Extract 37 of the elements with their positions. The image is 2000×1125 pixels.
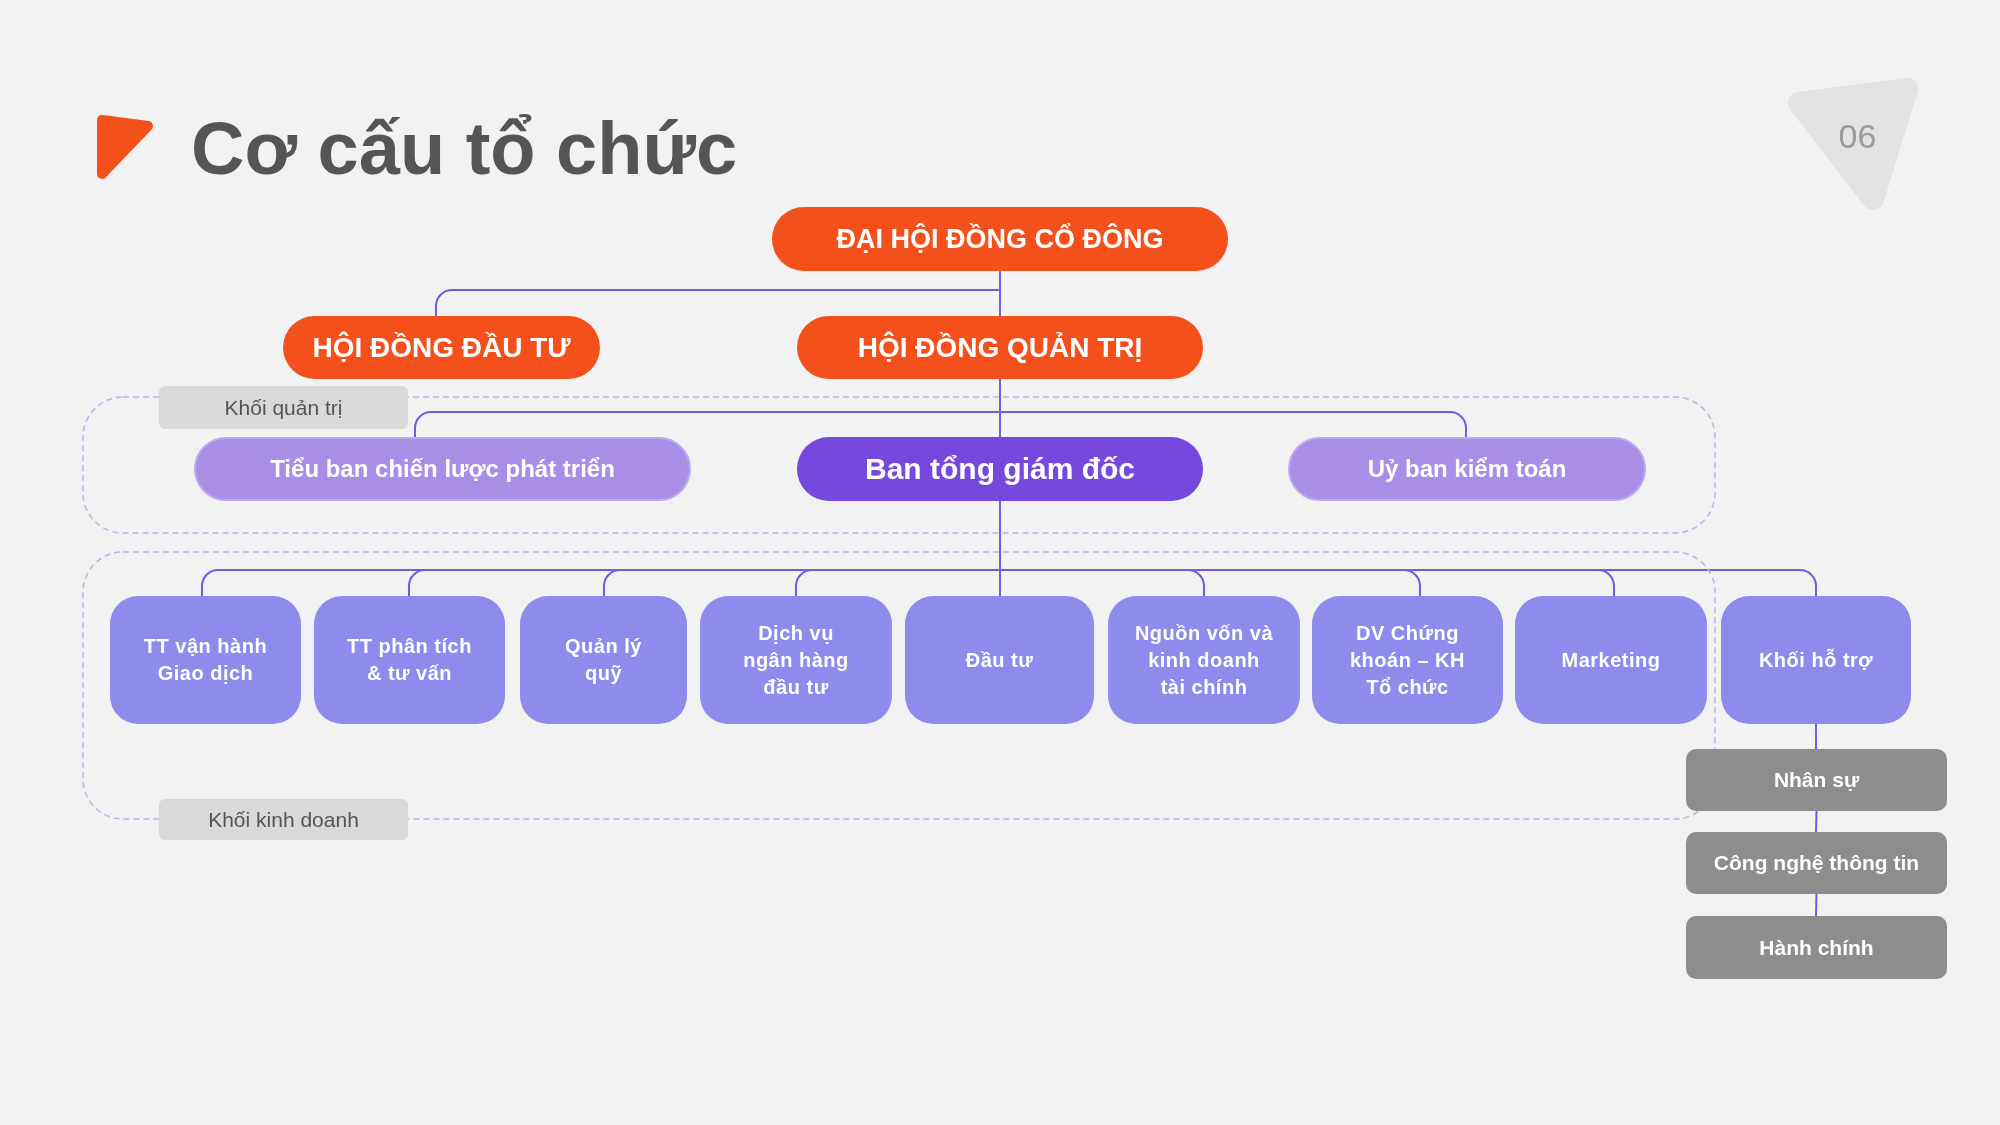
support-unit-box: Hành chính <box>1686 916 1947 979</box>
connector-line <box>1449 411 1467 438</box>
connector-line <box>1815 810 1818 833</box>
support-unit-box: Công nghệ thông tin <box>1686 832 1947 894</box>
dashed-group-frame <box>82 551 1716 840</box>
connector-line <box>1815 893 1818 917</box>
department-box: TT vận hành Giao dịch <box>110 596 301 724</box>
department-box: DV Chứng khoán – KH Tổ chức <box>1312 596 1503 724</box>
connector-line <box>999 411 1001 438</box>
connector-line <box>414 411 432 438</box>
department-box: Nguồn vốn và kinh doanh tài chính <box>1108 596 1300 724</box>
board-pill: HỘI ĐỒNG QUẢN TRỊ <box>797 316 1203 379</box>
executive-pill: Ban tổng giám đốc <box>797 437 1203 501</box>
connector-line <box>430 378 1451 413</box>
connector-line <box>201 569 219 597</box>
dashed-group-frame <box>82 386 1716 534</box>
department-box: Khối hỗ trợ <box>1721 596 1911 724</box>
support-unit-box: Nhân sự <box>1686 749 1947 811</box>
department-box: Đầu tư <box>905 596 1094 724</box>
connector-line <box>999 569 1001 597</box>
department-box: TT phân tích & tư vấn <box>314 596 505 724</box>
connector-line <box>435 289 453 317</box>
slide-title: Cơ cấu tổ chức <box>191 112 738 186</box>
connector-line <box>451 270 1001 291</box>
connector-line <box>1815 723 1817 750</box>
group-tab-label: Khối kinh doanh <box>159 799 408 840</box>
committee-pill: Tiểu ban chiến lược phát triển <box>194 437 691 501</box>
department-box: Dịch vụ ngân hàng đầu tư <box>700 596 892 724</box>
department-box: Marketing <box>1515 596 1707 724</box>
connector-line <box>1799 569 1817 597</box>
board-pill: HỘI ĐỒNG ĐẦU TƯ <box>283 316 600 379</box>
connector-line <box>217 500 1801 571</box>
department-box: Quản lý quỹ <box>520 596 687 724</box>
committee-pill: Uỷ ban kiểm toán <box>1288 437 1646 501</box>
connector-line <box>999 289 1001 317</box>
board-pill: ĐẠI HỘI ĐỒNG CỔ ĐÔNG <box>772 207 1228 271</box>
group-tab-label: Khối quản trị <box>159 386 408 429</box>
